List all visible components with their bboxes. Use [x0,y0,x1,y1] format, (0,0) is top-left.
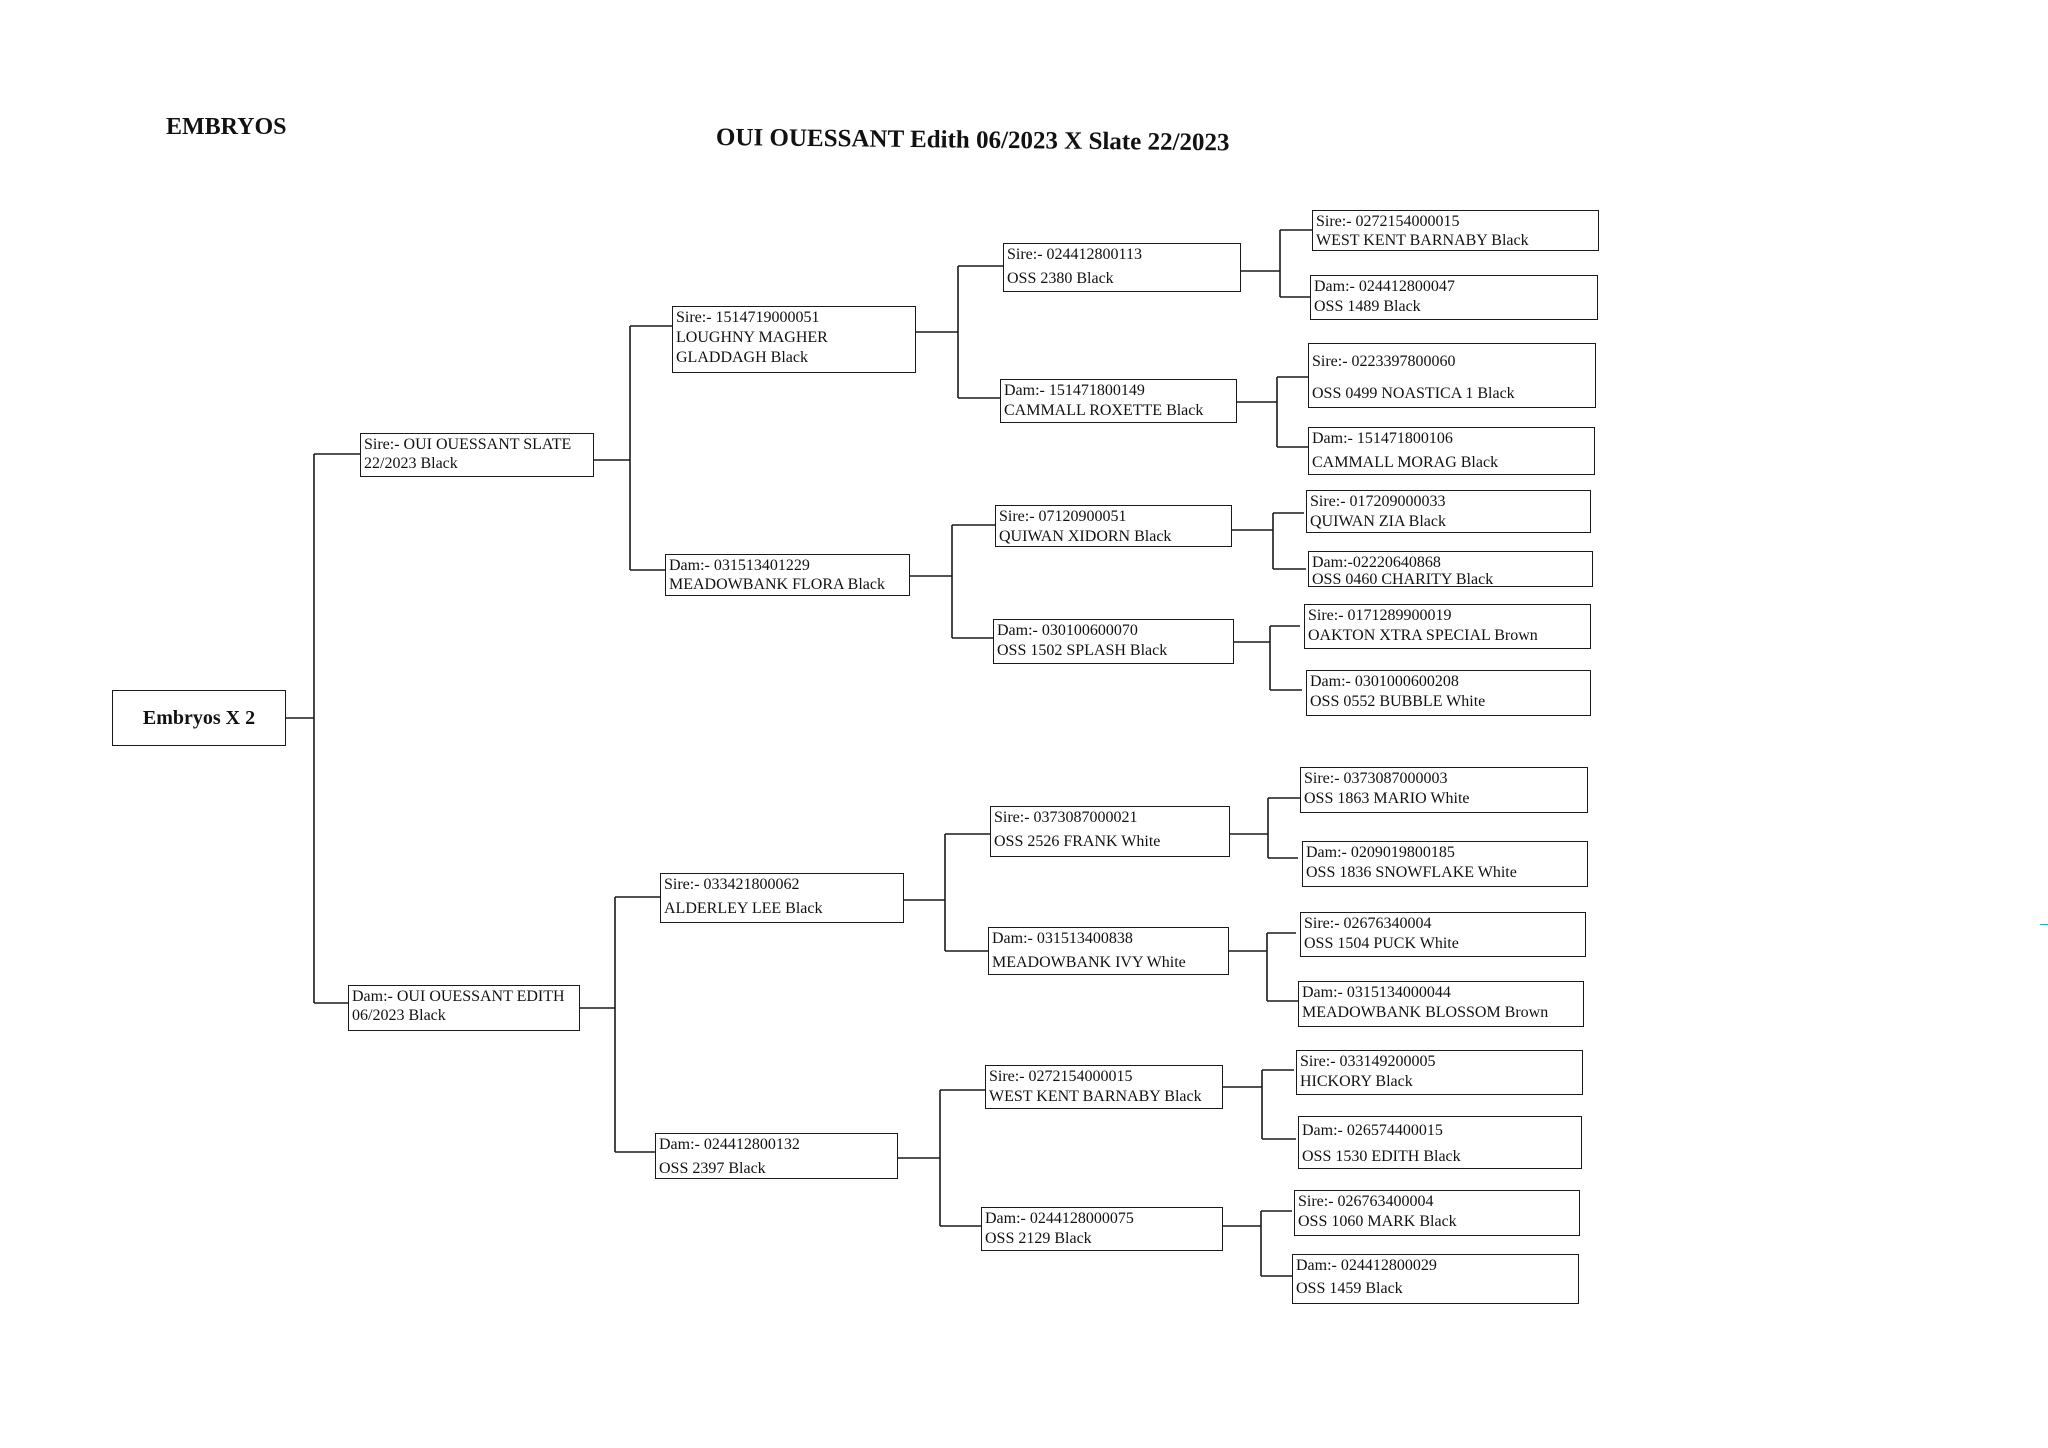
g3-3-line2: QUIWAN XIDORN Black [999,528,1172,545]
dam-box: Dam:- OUI OUESSANT EDITH 06/2023 Black [348,985,580,1031]
scan-edge-mark [2040,924,2048,925]
g4-1-line2: WEST KENT BARNABY Black [1316,232,1529,249]
g4-12-line2: MEADOWBANK BLOSSOM Brown [1302,1004,1549,1021]
sire-sire-box: Sire:- 1514719000051 LOUGHNY MAGHER GLAD… [672,306,916,373]
g4-15-line2: OSS 1060 MARK Black [1298,1213,1457,1230]
root-embryos-box: Embryos X 2 [112,690,286,746]
sire-line1: Sire:- OUI OUESSANT SLATE [364,436,572,453]
dam-sire-line1: Sire:- 033421800062 [664,876,800,893]
g3-8-line2: OSS 2129 Black [985,1230,1092,1247]
g4-6-line2: OSS 0460 CHARITY Black [1312,571,1494,587]
g4-12-line1: Dam:- 0315134000044 [1302,984,1451,1001]
g4-11-line1: Sire:- 02676340004 [1304,915,1432,932]
g4-6-box: Dam:-02220640868 OSS 0460 CHARITY Black [1308,551,1593,587]
g3-6-line2: MEADOWBANK IVY White [992,954,1186,971]
g4-12-box: Dam:- 0315134000044 MEADOWBANK BLOSSOM B… [1298,981,1584,1027]
g4-1-box: Sire:- 0272154000015 WEST KENT BARNABY B… [1312,210,1599,251]
g3-2-line1: Dam:- 151471800149 [1004,382,1145,399]
dam-line2: 06/2023 Black [352,1007,446,1024]
g3-2-line2: CAMMALL ROXETTE Black [1004,402,1204,419]
g3-1-line2: OSS 2380 Black [1007,270,1114,287]
g4-5-box: Sire:- 017209000033 QUIWAN ZIA Black [1306,490,1591,533]
g4-15-line1: Sire:- 026763400004 [1298,1193,1434,1210]
g4-14-line2: OSS 1530 EDITH Black [1302,1148,1461,1165]
g4-3-line2: OSS 0499 NOASTICA 1 Black [1312,385,1515,402]
g4-13-box: Sire:- 033149200005 HICKORY Black [1296,1050,1583,1095]
g4-9-line2: OSS 1863 MARIO White [1304,790,1470,807]
dam-sire-box: Sire:- 033421800062 ALDERLEY LEE Black [660,873,904,923]
g4-13-line1: Sire:- 033149200005 [1300,1053,1436,1070]
document-label: EMBRYOS [166,114,287,140]
g4-16-line1: Dam:- 024412800029 [1296,1257,1437,1274]
g4-4-box: Dam:- 151471800106 CAMMALL MORAG Black [1308,427,1595,475]
g4-2-box: Dam:- 024412800047 OSS 1489 Black [1310,275,1598,320]
dam-dam-line2: OSS 2397 Black [659,1160,766,1177]
g4-11-box: Sire:- 02676340004 OSS 1504 PUCK White [1300,912,1586,957]
g3-4-line2: OSS 1502 SPLASH Black [997,642,1168,659]
sire-dam-line1: Dam:- 031513401229 [669,557,810,574]
dam-dam-sire-box: Sire:- 0272154000015 WEST KENT BARNABY B… [985,1065,1223,1109]
g4-10-line1: Dam:- 0209019800185 [1306,844,1455,861]
g3-6-line1: Dam:- 031513400838 [992,930,1133,947]
sire-dam-sire-box: Sire:- 07120900051 QUIWAN XIDORN Black [995,505,1232,547]
g4-2-line1: Dam:- 024412800047 [1314,278,1455,295]
g4-10-line2: OSS 1836 SNOWFLAKE White [1306,864,1517,881]
g4-7-line2: OAKTON XTRA SPECIAL Brown [1308,627,1538,644]
sire-sire-line3: GLADDAGH Black [676,349,808,366]
g4-11-line2: OSS 1504 PUCK White [1304,935,1459,952]
sire-sire-sire-box: Sire:- 024412800113 OSS 2380 Black [1003,243,1241,292]
g4-7-box: Sire:- 0171289900019 OAKTON XTRA SPECIAL… [1304,604,1591,649]
g3-1-line1: Sire:- 024412800113 [1007,246,1142,263]
g4-1-line1: Sire:- 0272154000015 [1316,213,1460,230]
g3-3-line1: Sire:- 07120900051 [999,508,1127,525]
dam-sire-sire-box: Sire:- 0373087000021 OSS 2526 FRANK Whit… [990,806,1230,857]
g4-15-box: Sire:- 026763400004 OSS 1060 MARK Black [1294,1190,1580,1236]
dam-line1: Dam:- OUI OUESSANT EDITH [352,988,565,1005]
g4-16-box: Dam:- 024412800029 OSS 1459 Black [1292,1254,1579,1304]
sire-dam-line2: MEADOWBANK FLORA Black [669,576,885,593]
g4-2-line2: OSS 1489 Black [1314,298,1421,315]
g3-8-line1: Dam:- 0244128000075 [985,1210,1134,1227]
dam-sire-line2: ALDERLEY LEE Black [664,900,823,917]
g4-8-line1: Dam:- 0301000600208 [1310,673,1459,690]
g3-5-line2: OSS 2526 FRANK White [994,833,1161,850]
sire-line2: 22/2023 Black [364,455,458,472]
sire-sire-dam-box: Dam:- 151471800149 CAMMALL ROXETTE Black [1000,379,1237,423]
g3-7-line1: Sire:- 0272154000015 [989,1068,1133,1085]
g4-9-line1: Sire:- 0373087000003 [1304,770,1448,787]
sire-dam-box: Dam:- 031513401229 MEADOWBANK FLORA Blac… [665,554,910,596]
g3-5-line1: Sire:- 0373087000021 [994,809,1138,826]
sire-sire-line2: LOUGHNY MAGHER [676,329,828,346]
g4-5-line1: Sire:- 017209000033 [1310,493,1446,510]
g4-3-line1: Sire:- 0223397800060 [1312,353,1456,370]
sire-sire-line1: Sire:- 1514719000051 [676,309,820,326]
g4-16-line2: OSS 1459 Black [1296,1280,1403,1297]
g4-9-box: Sire:- 0373087000003 OSS 1863 MARIO Whit… [1300,767,1588,813]
g4-7-line1: Sire:- 0171289900019 [1308,607,1452,624]
g4-3-box: Sire:- 0223397800060 OSS 0499 NOASTICA 1… [1308,343,1596,408]
sire-box: Sire:- OUI OUESSANT SLATE 22/2023 Black [360,433,594,477]
g4-14-line1: Dam:- 026574400015 [1302,1122,1443,1139]
g3-7-line2: WEST KENT BARNABY Black [989,1088,1202,1105]
dam-dam-box: Dam:- 024412800132 OSS 2397 Black [655,1133,898,1179]
dam-dam-line1: Dam:- 024412800132 [659,1136,800,1153]
g4-8-box: Dam:- 0301000600208 OSS 0552 BUBBLE Whit… [1306,670,1591,716]
g4-14-box: Dam:- 026574400015 OSS 1530 EDITH Black [1298,1116,1582,1169]
g4-5-line2: QUIWAN ZIA Black [1310,513,1446,530]
g4-4-line1: Dam:- 151471800106 [1312,430,1453,447]
g4-13-line2: HICKORY Black [1300,1073,1413,1090]
g4-4-line2: CAMMALL MORAG Black [1312,454,1499,471]
sire-dam-dam-box: Dam:- 030100600070 OSS 1502 SPLASH Black [993,619,1234,664]
dam-dam-dam-box: Dam:- 0244128000075 OSS 2129 Black [981,1207,1223,1251]
g4-10-box: Dam:- 0209019800185 OSS 1836 SNOWFLAKE W… [1302,841,1588,887]
dam-sire-dam-box: Dam:- 031513400838 MEADOWBANK IVY White [988,927,1229,975]
g3-4-line1: Dam:- 030100600070 [997,622,1138,639]
g4-6-line1: Dam:-02220640868 [1312,554,1441,571]
g4-8-line2: OSS 0552 BUBBLE White [1310,693,1486,710]
